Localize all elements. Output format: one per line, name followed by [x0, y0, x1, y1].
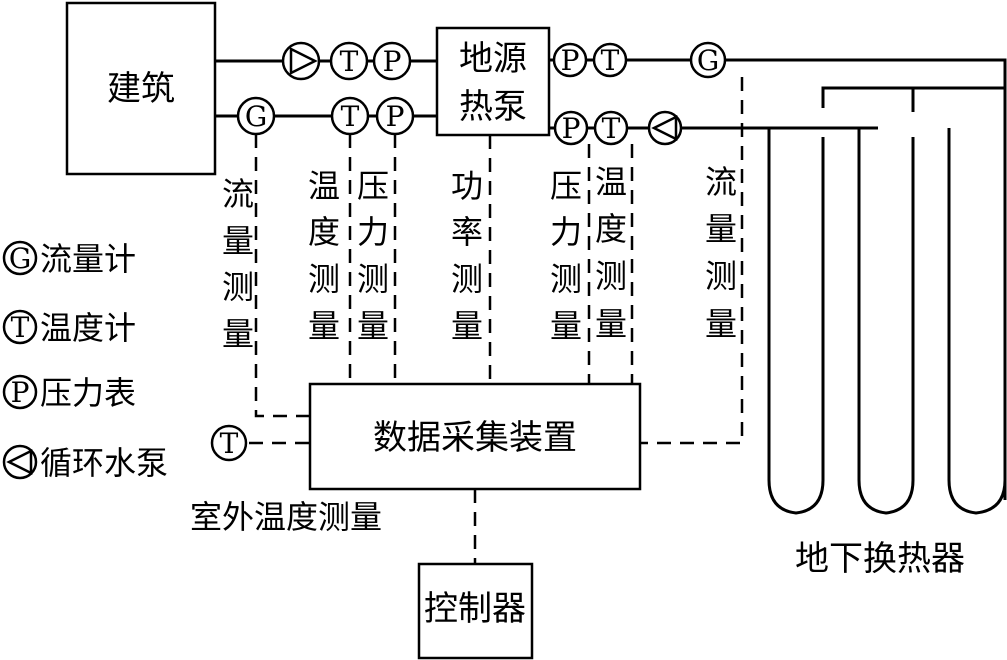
svg-text:测: 测	[222, 268, 254, 306]
thermometer-icon	[2, 309, 38, 345]
svg-text:流: 流	[705, 163, 737, 201]
svg-text:T: T	[601, 44, 620, 77]
svg-text:量: 量	[357, 307, 389, 345]
svg-text:率: 率	[451, 213, 483, 251]
heat-pump-label-line2: 热泵	[459, 87, 527, 127]
svg-text:P: P	[383, 45, 402, 78]
flow-meter-top-right: G	[689, 41, 727, 79]
pressure-gauge-bottom-right: P	[553, 110, 589, 146]
svg-text:压: 压	[357, 167, 389, 205]
flow-right-signal	[640, 77, 744, 445]
flow-left-label: 流 量 测 量	[222, 175, 254, 353]
legend-item-pump: 循环水泵	[2, 444, 168, 482]
svg-text:压: 压	[550, 167, 582, 205]
svg-text:温度计: 温度计	[40, 309, 136, 347]
borehole-1	[767, 128, 825, 515]
svg-text:G: G	[9, 242, 31, 275]
pump-top	[281, 41, 321, 81]
svg-text:量: 量	[705, 305, 737, 343]
borehole-2	[857, 128, 915, 515]
svg-text:力: 力	[550, 213, 582, 251]
svg-text:流: 流	[222, 175, 254, 213]
thermometer-top-left: T	[329, 41, 369, 81]
pump-icon	[651, 114, 678, 142]
thermometer-top-right: T	[592, 42, 628, 78]
borehole-3	[947, 128, 1007, 515]
circulation-pump-bottom-right	[647, 110, 683, 146]
svg-text:T: T	[220, 427, 239, 460]
svg-text:功: 功	[451, 167, 483, 205]
pressure-gauge-bottom-left: P	[375, 96, 415, 136]
pressure-left-label: 压 力 测 量	[357, 167, 389, 345]
svg-text:测: 测	[357, 260, 389, 298]
svg-text:度: 度	[595, 210, 627, 248]
daq-box	[308, 382, 642, 491]
pressure-gauge-icon	[2, 374, 38, 410]
svg-text:G: G	[245, 100, 267, 133]
pump-icon	[2, 444, 38, 480]
legend-item-pressure-gauge: P 压力表	[2, 374, 136, 412]
flow-left-signal	[254, 134, 310, 418]
svg-text:测: 测	[705, 257, 737, 295]
building-label: 建筑	[107, 69, 175, 109]
pump-icon	[289, 46, 318, 76]
svg-text:流量计: 流量计	[40, 240, 136, 278]
daq-label: 数据采集装置	[373, 418, 577, 458]
svg-text:量: 量	[705, 210, 737, 248]
ground-hx-label: 地下换热器	[795, 539, 965, 579]
heat-pump-label-line1: 地源	[459, 39, 527, 79]
svg-text:量: 量	[451, 307, 483, 345]
temp-left-label: 温 度 测 量	[308, 167, 340, 345]
controller-box	[417, 562, 534, 660]
legend-item-flow-meter: G 流量计	[2, 240, 136, 278]
flow-meter-bottom-left: G	[236, 96, 276, 136]
pressure-gauge-top-right: P	[552, 42, 588, 78]
svg-text:T: T	[11, 311, 30, 344]
pressure-gauge-top-left: P	[372, 41, 412, 81]
thermometer-bottom-left: T	[330, 96, 370, 136]
svg-text:T: T	[602, 112, 621, 145]
svg-text:T: T	[340, 45, 359, 78]
svg-text:量: 量	[222, 315, 254, 353]
svg-text:测: 测	[595, 257, 627, 295]
svg-text:P: P	[562, 112, 581, 145]
svg-text:T: T	[341, 100, 360, 133]
svg-text:量: 量	[222, 222, 254, 260]
pressure-right-label: 压 力 测 量	[550, 167, 582, 345]
svg-text:量: 量	[550, 307, 582, 345]
flow-right-label: 流 量 测 量	[705, 163, 737, 343]
heat-pump-box	[435, 26, 551, 137]
legend: G 流量计 T 温度计 P 压力表 循环水泵	[2, 240, 168, 482]
svg-text:P: P	[386, 100, 405, 133]
svg-text:量: 量	[308, 307, 340, 345]
svg-text:温: 温	[308, 167, 340, 205]
power-label: 功 率 测 量	[451, 167, 483, 345]
legend-item-thermometer: T 温度计	[2, 309, 136, 347]
svg-text:压力表: 压力表	[40, 374, 136, 412]
outdoor-temp-label: 室外温度测量	[190, 498, 382, 536]
temp-right-label: 温 度 测 量	[595, 163, 627, 343]
svg-text:G: G	[697, 44, 719, 77]
svg-text:量: 量	[595, 305, 627, 343]
svg-text:P: P	[561, 44, 580, 77]
outdoor-thermometer: T	[210, 424, 248, 462]
thermometer-bottom-right: T	[593, 110, 629, 146]
svg-text:循环水泵: 循环水泵	[40, 444, 168, 482]
svg-text:测: 测	[451, 260, 483, 298]
svg-text:P: P	[11, 376, 30, 409]
svg-text:温: 温	[595, 163, 627, 201]
svg-text:测: 测	[550, 260, 582, 298]
svg-text:度: 度	[308, 213, 340, 251]
flow-meter-icon	[2, 240, 38, 276]
svg-text:测: 测	[308, 260, 340, 298]
controller-label: 控制器	[424, 589, 526, 629]
building-box	[65, 1, 217, 176]
svg-text:力: 力	[357, 213, 389, 251]
